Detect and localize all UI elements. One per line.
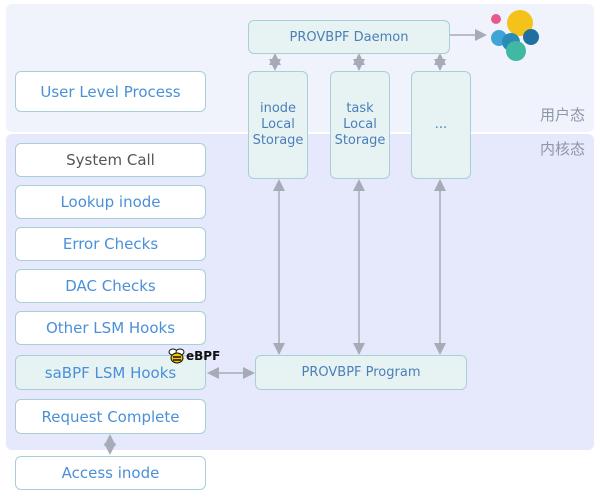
elastic-style-logo	[486, 8, 546, 62]
task-storage-line-3: Storage	[334, 133, 386, 148]
ebpf-bee-icon	[168, 348, 185, 364]
request-complete-box: Request Complete	[15, 399, 206, 434]
task-storage-line-1: task	[346, 101, 374, 116]
provbpf-program-box: PROVBPF Program	[255, 355, 467, 390]
provbpf-daemon-box: PROVBPF Daemon	[248, 20, 450, 54]
user-level-process-box: User Level Process	[15, 71, 206, 112]
error-checks-box: Error Checks	[15, 227, 206, 261]
task-storage-line-2: Local	[343, 117, 377, 132]
task-local-storage-box: task Local Storage	[330, 71, 390, 179]
other-storage-ellipsis: ...	[434, 117, 448, 132]
dac-checks-box: DAC Checks	[15, 269, 206, 303]
inode-storage-line-1: inode	[259, 101, 297, 116]
inode-local-storage-box: inode Local Storage	[248, 71, 308, 179]
system-call-box: System Call	[15, 143, 206, 177]
kernel-space-label: 内核态	[540, 140, 586, 158]
ebpf-text: eBPF	[186, 349, 221, 363]
access-inode-box: Access inode	[15, 456, 206, 490]
other-storage-box: ...	[411, 71, 471, 179]
ebpf-badge: eBPF	[168, 347, 220, 365]
user-space-label: 用户态	[540, 106, 586, 124]
inode-storage-line-3: Storage	[252, 133, 304, 148]
other-lsm-hooks-box: Other LSM Hooks	[15, 311, 206, 345]
lookup-inode-box: Lookup inode	[15, 185, 206, 219]
inode-storage-line-2: Local	[261, 117, 295, 132]
